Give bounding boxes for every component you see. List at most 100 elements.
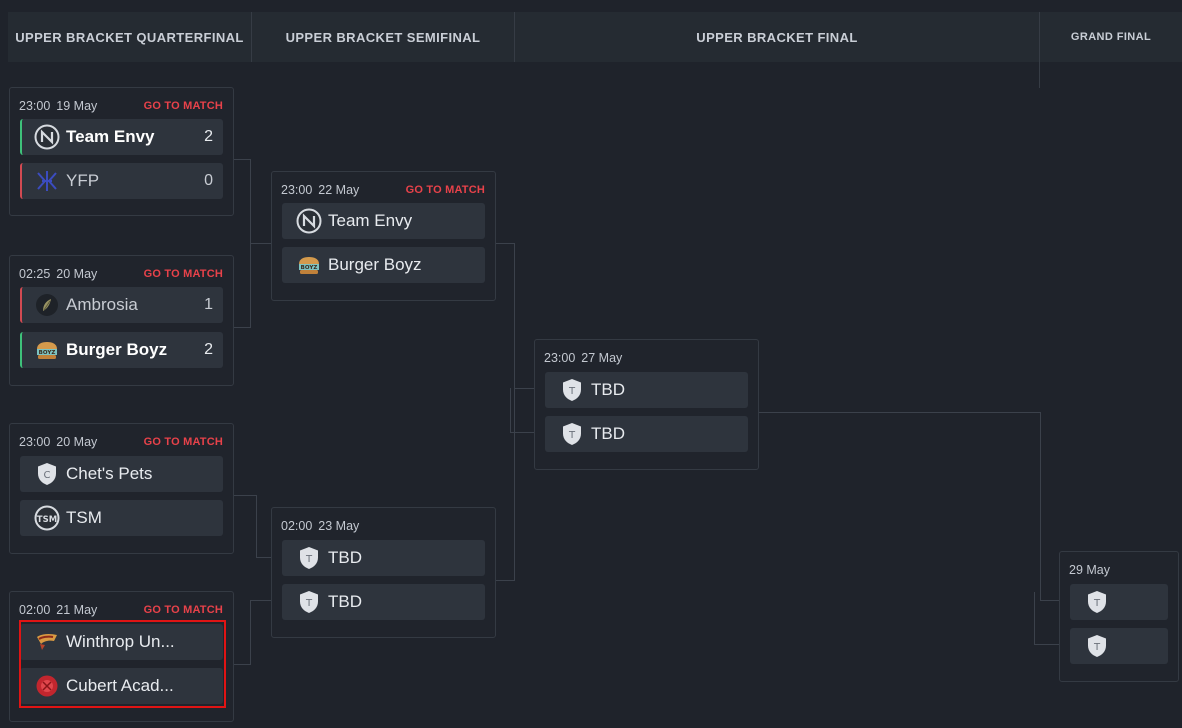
svg-text:C: C <box>44 470 51 481</box>
team-name: TBD <box>328 592 362 611</box>
team-row[interactable]: T TBD <box>545 416 748 452</box>
tbd-shield-icon: T <box>1084 633 1110 659</box>
match-time: 23:00 <box>19 99 51 113</box>
match-date: 20 May <box>56 435 98 449</box>
team-row[interactable]: C Chet's Pets <box>20 456 223 492</box>
tsm-logo: TSM <box>34 505 60 531</box>
round-header-semifinal: UPPER BRACKET SEMIFINAL <box>252 12 514 62</box>
tbd-shield-icon: T <box>1084 589 1110 615</box>
team-name: Ambrosia <box>66 295 138 314</box>
team-score: 2 <box>204 128 213 145</box>
team-row[interactable]: T <box>1070 584 1168 620</box>
team-name: Burger Boyz <box>66 340 168 359</box>
cubert-logo <box>34 673 60 699</box>
go-to-match-link[interactable]: GO TO MATCH <box>405 184 485 196</box>
team-name: Team Envy <box>66 127 155 146</box>
match-header: 23:00 19 May GO TO MATCH <box>19 98 223 114</box>
match-date: 22 May <box>318 183 360 197</box>
team-envy-logo <box>296 208 322 234</box>
team-name: Burger Boyz <box>328 255 422 274</box>
tbd-shield-icon: T <box>296 589 322 615</box>
team-row[interactable]: T TBD <box>282 584 485 620</box>
match-date: 20 May <box>56 267 98 281</box>
match-header: 23:00 27 May <box>544 350 748 366</box>
match-header: 02:00 21 May GO TO MATCH <box>19 602 223 618</box>
svg-text:T: T <box>305 554 313 565</box>
header-divider <box>514 12 515 62</box>
match-date: 29 May <box>1069 563 1110 577</box>
yfp-logo <box>34 168 60 194</box>
team-row[interactable]: Winthrop Un... <box>20 624 223 660</box>
match-card-qf3[interactable]: 23:00 20 May GO TO MATCH C Chet's Pets T… <box>9 423 234 554</box>
team-name: Team Envy <box>328 211 413 230</box>
tbd-shield-icon: T <box>559 421 585 447</box>
match-date: 27 May <box>581 351 623 365</box>
match-header: 29 May <box>1069 562 1168 578</box>
match-card-qf4[interactable]: 02:00 21 May GO TO MATCH Winthrop Un... … <box>9 591 234 722</box>
match-time: 23:00 <box>544 351 576 365</box>
team-row[interactable]: T <box>1070 628 1168 664</box>
match-card-grand-final[interactable]: 29 May T T <box>1059 551 1179 682</box>
svg-text:BOYZ: BOYZ <box>301 265 318 271</box>
team-score: 2 <box>204 341 213 358</box>
team-row[interactable]: TSM TSM <box>20 500 223 536</box>
match-time: 02:00 <box>281 519 313 533</box>
team-name: YFP <box>66 171 100 190</box>
team-row[interactable]: Ambrosia 1 <box>20 287 223 323</box>
team-row[interactable]: Cubert Acad... <box>20 668 223 704</box>
team-row[interactable]: T TBD <box>545 372 748 408</box>
team-envy-logo <box>34 124 60 150</box>
tbd-shield-icon: T <box>559 377 585 403</box>
burger-boyz-logo: BOYZ <box>296 252 322 278</box>
winthrop-logo <box>34 629 60 655</box>
team-row[interactable]: BOYZ Burger Boyz <box>282 247 485 283</box>
round-header-final: UPPER BRACKET FINAL <box>515 12 1039 62</box>
go-to-match-link[interactable]: GO TO MATCH <box>143 100 223 112</box>
burger-boyz-logo: BOYZ <box>34 337 60 363</box>
chets-pets-logo: C <box>34 461 60 487</box>
team-row[interactable]: YFP 0 <box>20 163 223 199</box>
svg-text:T: T <box>305 598 313 609</box>
match-time: 23:00 <box>281 183 313 197</box>
team-name: TBD <box>591 424 625 443</box>
match-header: 23:00 20 May GO TO MATCH <box>19 434 223 450</box>
svg-text:T: T <box>568 430 576 441</box>
match-card-qf2[interactable]: 02:25 20 May GO TO MATCH Ambrosia 1 BOYZ… <box>9 255 234 386</box>
go-to-match-link[interactable]: GO TO MATCH <box>143 268 223 280</box>
team-name: TSM <box>66 508 102 527</box>
team-row[interactable]: T TBD <box>282 540 485 576</box>
match-date: 21 May <box>56 603 98 617</box>
round-header-quarterfinal: UPPER BRACKET QUARTERFINAL <box>8 12 251 62</box>
team-row[interactable]: BOYZ Burger Boyz 2 <box>20 332 223 368</box>
match-card-sf1[interactable]: 23:00 22 May GO TO MATCH Team Envy BOYZ … <box>271 171 496 301</box>
go-to-match-link[interactable]: GO TO MATCH <box>143 436 223 448</box>
match-header: 02:25 20 May GO TO MATCH <box>19 266 223 282</box>
go-to-match-link[interactable]: GO TO MATCH <box>143 604 223 616</box>
ambrosia-logo <box>34 292 60 318</box>
header-divider <box>1039 12 1040 88</box>
match-card-upper-final[interactable]: 23:00 27 May T TBD T TBD <box>534 339 759 470</box>
match-time: 02:25 <box>19 267 51 281</box>
team-name: Winthrop Un... <box>66 632 175 651</box>
match-header: 23:00 22 May GO TO MATCH <box>281 182 485 198</box>
team-name: TBD <box>328 548 362 567</box>
svg-text:BOYZ: BOYZ <box>39 350 56 356</box>
match-time: 23:00 <box>19 435 51 449</box>
match-card-sf2[interactable]: 02:00 23 May T TBD T TBD <box>271 507 496 638</box>
match-time: 02:00 <box>19 603 51 617</box>
svg-text:T: T <box>1093 642 1101 653</box>
team-score: 0 <box>204 172 213 189</box>
team-row[interactable]: Team Envy <box>282 203 485 239</box>
round-header-grand-final: GRAND FINAL <box>1040 12 1182 62</box>
match-card-qf1[interactable]: 23:00 19 May GO TO MATCH Team Envy 2 YFP… <box>9 87 234 216</box>
team-row[interactable]: Team Envy 2 <box>20 119 223 155</box>
header-divider <box>251 12 252 62</box>
selection-highlight <box>19 620 226 708</box>
team-name: Cubert Acad... <box>66 676 174 695</box>
team-name: Chet's Pets <box>66 464 153 483</box>
match-date: 23 May <box>318 519 360 533</box>
match-date: 19 May <box>56 99 98 113</box>
team-name: TBD <box>591 380 625 399</box>
team-score: 1 <box>204 296 213 313</box>
svg-text:T: T <box>568 386 576 397</box>
